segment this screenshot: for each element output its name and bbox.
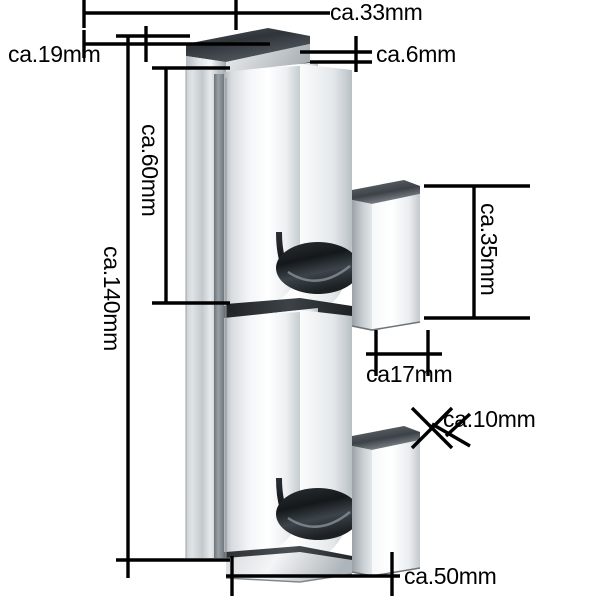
dimension-lines xyxy=(82,0,530,596)
lower-arm-front-face xyxy=(372,440,420,576)
dimension-label-19mm: ca.19mm xyxy=(8,41,101,67)
upper-hook-bowl-glint xyxy=(287,265,351,282)
base-foot-seam xyxy=(226,546,352,560)
back-plate xyxy=(186,70,226,558)
product-illustration xyxy=(185,28,421,583)
lower-hook-bowl-glint xyxy=(287,511,351,528)
upper-hook xyxy=(224,62,421,331)
cap-side-face xyxy=(226,44,310,78)
lower-arm-left-face xyxy=(352,446,372,576)
upper-arm-left-face xyxy=(352,200,372,330)
dimline-140mm xyxy=(116,34,230,578)
dimension-label-10mm: ca.10mm xyxy=(443,406,536,432)
dimline-50mm xyxy=(226,552,400,596)
dimension-label-35mm: ca.35mm xyxy=(476,203,502,296)
lower-hook-bowl-fill xyxy=(276,488,360,540)
back-plate-recess xyxy=(214,74,226,558)
dimline-33mm xyxy=(82,0,330,30)
upper-arm-bottom-edge xyxy=(351,321,421,331)
dimline-35mm xyxy=(424,184,530,320)
dimline-6mm xyxy=(300,36,372,72)
upper-arm-front-face xyxy=(372,194,420,330)
dimension-label-60mm: ca.60mm xyxy=(137,124,163,217)
lower-arm-top xyxy=(352,426,420,450)
dimension-label-140mm: ca.140mm xyxy=(99,246,125,351)
dimline-17mm xyxy=(366,330,442,376)
dimline-60mm xyxy=(152,66,230,305)
upper-arm-top xyxy=(352,180,420,204)
lower-hook xyxy=(224,308,421,577)
dimension-label-50mm: ca.50mm xyxy=(404,563,497,589)
dimension-label-6mm: ca.6mm xyxy=(376,41,456,67)
dimension-label-17mm: ca17mm xyxy=(366,361,453,387)
upper-hook-bowl-fill xyxy=(276,242,360,294)
dimline-10mm xyxy=(410,406,472,450)
dimline-19mm xyxy=(82,26,270,62)
dimension-label-33mm: ca.33mm xyxy=(330,0,423,25)
